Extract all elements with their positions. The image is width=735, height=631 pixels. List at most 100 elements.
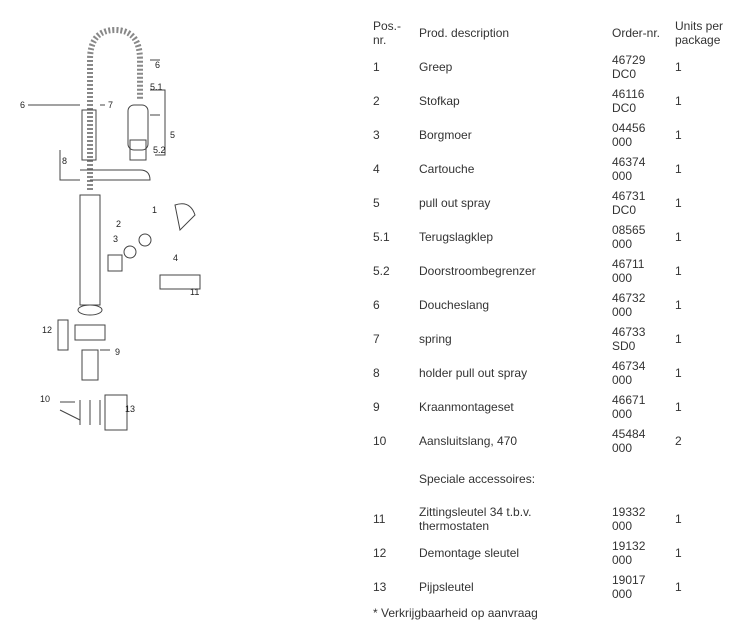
cell-desc: Borgmoer [419,128,472,142]
svg-text:4: 4 [173,253,178,263]
table-row: 5.2 Doorstroombegrenzer 46711 000 1 [0,254,735,288]
table-row: 13 Pijpsleutel 19017 000 1 [0,570,735,604]
cell-pos: 5.1 [373,230,390,244]
cell-desc: spring [419,332,452,346]
table-row: 3 Borgmoer 04456 000 1 [0,118,735,152]
cell-order: 46731 DC0 [612,189,646,217]
cell-pos: 13 [373,580,387,594]
table-row: 8 holder pull out spray 46734 000 1 [0,356,735,390]
cell-pos: 5 [373,196,380,210]
cell-desc: Terugslagklep [419,230,494,244]
header-desc: Prod. description [419,26,510,40]
svg-text:3: 3 [113,234,118,244]
cell-units: 1 [675,128,682,142]
cell-pos: 6 [373,298,380,312]
cell-desc: Aansluitslang, 470 [419,434,518,448]
svg-text:13: 13 [125,404,135,414]
table-row: 2 Stofkap 46116 DC0 1 [0,84,735,118]
section-label: Speciale accessoires: [419,472,536,486]
svg-text:5.2: 5.2 [153,145,166,155]
section-heading: Speciale accessoires: [0,462,735,496]
cell-units: 1 [675,264,682,278]
cell-units: 1 [675,196,682,210]
header-units: Units per package [675,19,724,47]
cell-desc: Kraanmontageset [419,400,514,414]
cell-desc: Doucheslang [419,298,490,312]
cell-pos: 12 [373,546,387,560]
cell-units: 1 [675,332,682,346]
table-row: 4 Cartouche 46374 000 1 [0,152,735,186]
table-row: 11 Zittingsleutel 34 t.b.v. thermostaten 1… [0,502,735,536]
exploded-parts-diagram: 6 5.1 5 5.2 6 7 8 1 2 3 4 11 12 9 10 13 [20,26,201,431]
cell-desc: Demontage sleutel [419,546,520,560]
cell-desc: pull out spray [419,196,491,210]
cell-order: 19017 000 [612,573,646,601]
svg-text:5.1: 5.1 [150,82,163,92]
cell-pos: 11 [373,512,386,526]
cell-pos: 9 [373,400,380,414]
table-row: 12 Demontage sleutel 19132 000 1 [0,536,735,570]
header-order: Order-nr. [612,26,661,40]
cell-order: 46734 000 [612,359,646,387]
svg-text:8: 8 [62,156,67,166]
cell-units: 1 [675,512,682,526]
cell-order: 04456 000 [612,121,646,149]
svg-text:6: 6 [155,60,160,70]
header-pos: Pos.- nr. [373,19,402,47]
cell-order: 46733 SD0 [612,325,646,353]
cell-units: 2 [675,434,682,448]
cell-pos: 1 [373,60,380,74]
cell-units: 1 [675,94,682,108]
cell-order: 46671 000 [612,393,646,421]
cell-desc: Doorstroombegrenzer [419,264,536,278]
cell-order: 19132 000 [612,539,646,567]
cell-units: 1 [675,400,682,414]
cell-units: 1 [675,230,682,244]
svg-text:12: 12 [42,325,52,335]
cell-units: 1 [675,366,682,380]
svg-text:7: 7 [108,100,113,110]
cell-order: 46116 DC0 [612,87,645,115]
cell-desc: Pijpsleutel [419,580,474,594]
cell-units: 1 [675,162,682,176]
cell-order: 46729 DC0 [612,53,646,81]
cell-desc: Greep [419,60,453,74]
cell-units: 1 [675,60,682,74]
cell-pos: 3 [373,128,380,142]
table-header: Pos.- nr. Prod. description Order-nr. Un… [0,16,735,50]
cell-desc: holder pull out spray [419,366,528,380]
cell-order: 08565 000 [612,223,646,251]
table-row: 5 pull out spray 46731 DC0 1 [0,186,735,220]
cell-order: 46374 000 [612,155,646,183]
table-row: 5.1 Terugslagklep 08565 000 1 [0,220,735,254]
svg-text:1: 1 [152,205,157,215]
svg-text:10: 10 [40,394,50,404]
cell-pos: 7 [373,332,380,346]
cell-order: 46711 000 [612,257,645,285]
footnote: * Verkrijgbaarheid op aanvraag [373,606,538,620]
table-row: 10 Aansluitslang, 470 45484 000 2 [0,424,735,458]
table-row: 7 spring 46733 SD0 1 [0,322,735,356]
cell-pos: 10 [373,434,387,448]
cell-desc: Cartouche [419,162,475,176]
cell-pos: 4 [373,162,380,176]
svg-text:6: 6 [20,100,25,110]
cell-pos: 8 [373,366,380,380]
cell-order: 45484 000 [612,427,646,455]
table-row: 1 Greep 46729 DC0 1 [0,50,735,84]
table-row: 6 Doucheslang 46732 000 1 [0,288,735,322]
cell-pos: 2 [373,94,380,108]
svg-text:11: 11 [190,287,199,297]
svg-text:5: 5 [170,130,175,140]
svg-text:9: 9 [115,347,120,357]
cell-pos: 5.2 [373,264,390,278]
cell-units: 1 [675,580,682,594]
cell-order: 19332 000 [612,505,646,533]
cell-desc: Stofkap [419,94,460,108]
cell-units: 1 [675,298,682,312]
cell-units: 1 [675,546,682,560]
cell-desc: Zittingsleutel 34 t.b.v. thermostaten [419,505,532,533]
cell-order: 46732 000 [612,291,646,319]
table-row: 9 Kraanmontageset 46671 000 1 [0,390,735,424]
svg-text:2: 2 [116,219,121,229]
